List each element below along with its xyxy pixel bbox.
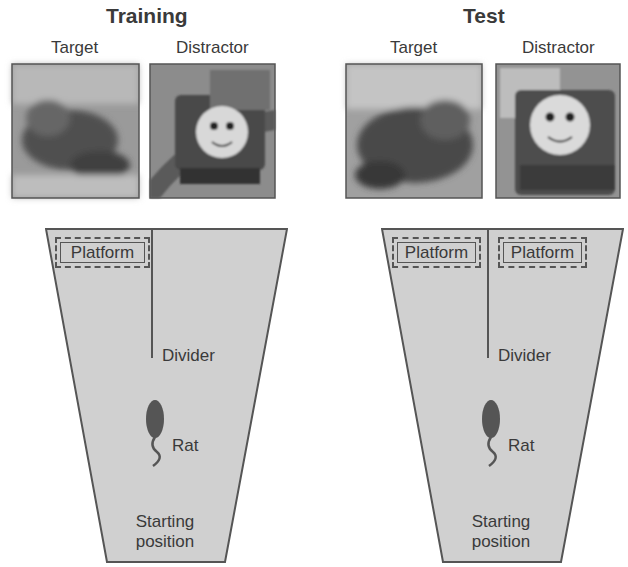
divider-label: Divider bbox=[162, 346, 215, 366]
platform-box: Platform bbox=[498, 237, 587, 268]
rat-label: Rat bbox=[508, 436, 534, 456]
photo-label: Target bbox=[51, 38, 98, 58]
arena: DividerRatStarting position Platform Platf… bbox=[381, 228, 624, 563]
platform-label: Platform bbox=[71, 243, 134, 263]
rat-symbol bbox=[146, 400, 164, 438]
start-label: Starting position bbox=[115, 512, 215, 551]
train-photo bbox=[150, 64, 275, 198]
rat-label: Rat bbox=[172, 436, 198, 456]
arena: DividerRatStarting position Platform bbox=[45, 228, 288, 563]
divider-line bbox=[151, 229, 153, 358]
photo-label: Target bbox=[390, 38, 437, 58]
divider-label: Divider bbox=[498, 346, 551, 366]
panel-heading: Training bbox=[106, 4, 188, 28]
start-label: Starting position bbox=[451, 512, 551, 551]
rat-photo bbox=[12, 64, 139, 198]
arena-floor bbox=[382, 229, 623, 562]
platform-label: Platform bbox=[511, 243, 574, 263]
rat-tail bbox=[488, 437, 495, 466]
rat-symbol bbox=[482, 400, 500, 438]
rat-photo bbox=[346, 64, 482, 198]
platform-box: Platform bbox=[392, 237, 481, 268]
photo-label: Distractor bbox=[176, 38, 249, 58]
panel-heading: Test bbox=[463, 4, 505, 28]
photo-label: Distractor bbox=[522, 38, 595, 58]
train-photo bbox=[496, 64, 620, 198]
arena-floor bbox=[46, 229, 287, 562]
divider-line bbox=[487, 229, 489, 358]
photo-panels bbox=[0, 0, 628, 220]
rat-tail bbox=[152, 437, 159, 466]
platform-box: Platform bbox=[55, 237, 150, 268]
platform-label: Platform bbox=[405, 243, 468, 263]
